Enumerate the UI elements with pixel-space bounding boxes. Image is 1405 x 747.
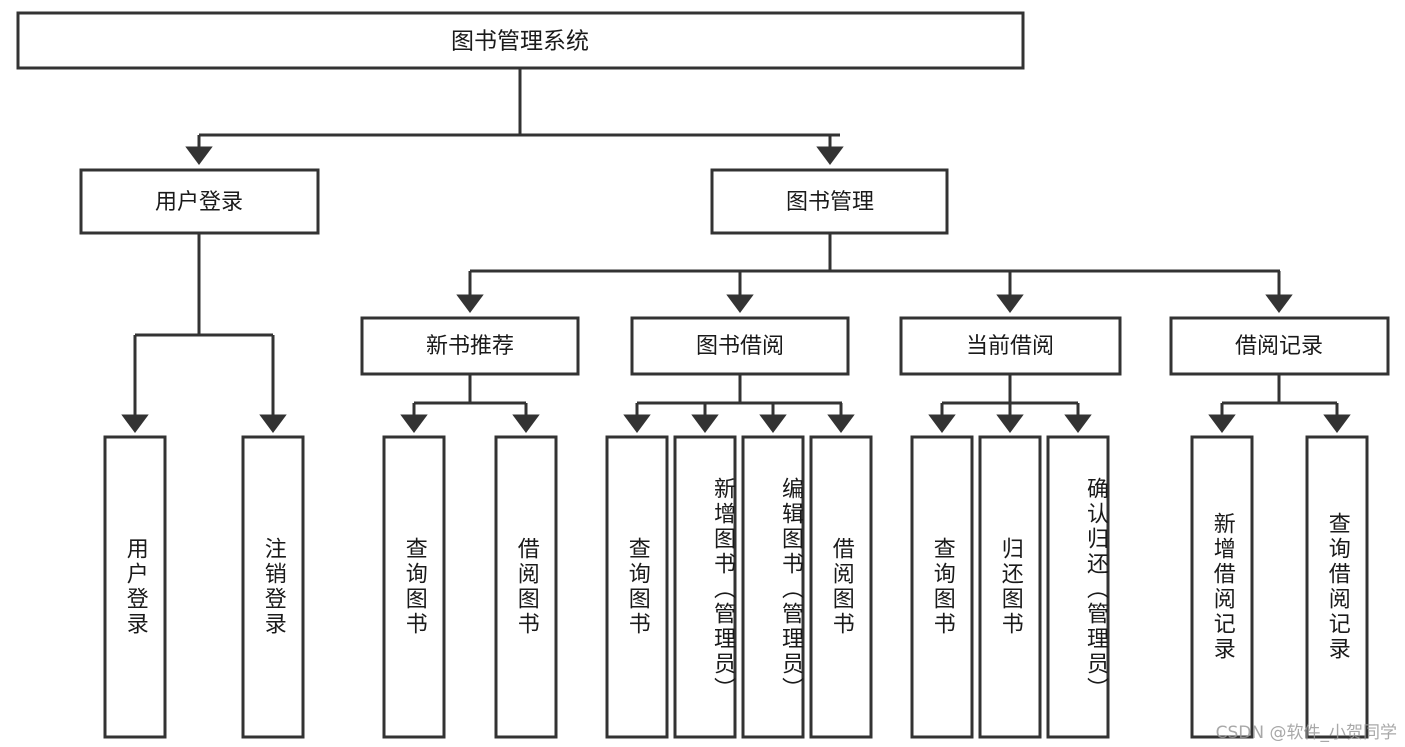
node-borrow-record-label: 借阅记录: [1235, 334, 1323, 359]
node-new-book-recommend-label: 新书推荐: [426, 334, 514, 359]
node-root-label: 图书管理系统: [451, 29, 589, 55]
node-borrow-record[interactable]: 借阅记录: [1169, 316, 1390, 376]
connectors-borrow-record: [1208, 374, 1351, 434]
node-book-manage-label: 图书管理: [786, 190, 874, 215]
node-new-book-recommend[interactable]: 新书推荐: [360, 316, 580, 376]
leaf-boxes-current-borrow[interactable]: [910, 435, 1110, 739]
node-user-login-label: 用户登录: [155, 190, 243, 215]
node-root[interactable]: 图书管理系统: [16, 11, 1025, 70]
connectors-current-borrow: [928, 374, 1092, 434]
node-current-borrow-label: 当前借阅: [966, 334, 1054, 359]
node-book-manage[interactable]: 图书管理: [710, 168, 949, 235]
connectors-user-login: [121, 233, 287, 434]
leaf-boxes-book-borrow[interactable]: [605, 435, 873, 739]
node-book-borrow-label: 图书借阅: [696, 334, 784, 359]
leaf-boxes-new-book[interactable]: [382, 435, 558, 739]
connectors-new-book: [400, 374, 540, 434]
leaf-boxes-borrow-record[interactable]: [1190, 435, 1369, 739]
node-current-borrow[interactable]: 当前借阅: [899, 316, 1122, 376]
node-user-login[interactable]: 用户登录: [79, 168, 320, 235]
connectors-book-borrow: [623, 374, 855, 434]
leaf-boxes-user-login[interactable]: [103, 435, 305, 739]
node-book-borrow[interactable]: 图书借阅: [630, 316, 850, 376]
connectors-book-manage: [456, 233, 1293, 314]
connectors-root: [185, 68, 844, 166]
watermark-text: CSDN @软件_小贺同学: [1215, 723, 1397, 743]
